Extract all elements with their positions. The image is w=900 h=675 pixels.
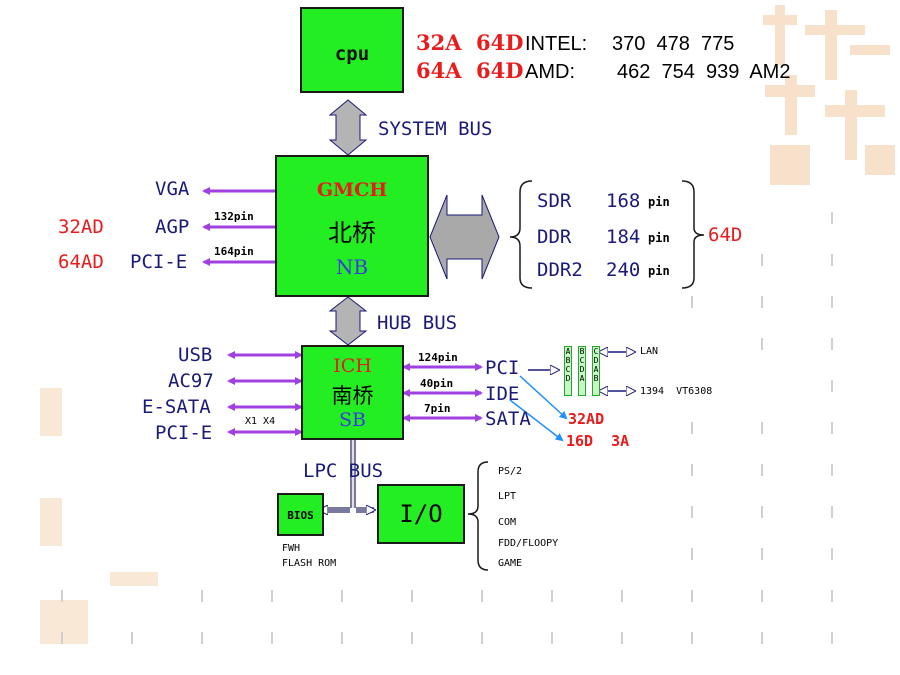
pci-width-pointer (519, 375, 568, 420)
pci-slot-2: BCDA (578, 346, 586, 396)
ide-width: 16D 3A (566, 432, 630, 450)
io-item-ps2: PS/2 (498, 466, 523, 477)
ac97-label: AC97 (168, 370, 214, 392)
watermark-seal-left-1 (40, 388, 62, 436)
watermark-seal-left-3 (110, 572, 158, 586)
system-bus-label: SYSTEM BUS (378, 118, 493, 140)
cpu-chip: cpu (300, 7, 404, 93)
ide-label: IDE (485, 383, 520, 405)
io-item-com: COM (498, 517, 517, 528)
memory-unit-ddr: pin (648, 231, 670, 245)
io-item-game: GAME (498, 558, 523, 569)
sata-label: SATA (485, 408, 531, 430)
io-chip: I/O (377, 484, 465, 544)
watermark-seal-bottom-left (40, 600, 88, 644)
memory-unit-sdr: pin (648, 195, 670, 209)
memory-unit-ddr2: pin (648, 264, 670, 278)
io-item-lpt: LPT (498, 491, 517, 502)
hub-bus-label: HUB BUS (377, 312, 458, 334)
bios-chip: BIOS (277, 493, 324, 536)
esata-label: E-SATA (142, 396, 211, 418)
memory-pins-ddr: 184 (606, 226, 641, 248)
cpu-row2-data: 64D (476, 58, 524, 83)
lpc-bus-label: LPC BUS (303, 460, 384, 482)
background-grid (61, 212, 833, 644)
cpu-row1-data: 64D (476, 30, 524, 55)
cpu-row1-sockets: 370 478 775 (612, 33, 735, 55)
pci-slot-1: ABCD (564, 346, 572, 396)
pcie-nb-label: PCI-E (130, 251, 188, 273)
bios-line2: FLASH ROM (282, 558, 337, 569)
memory-width: 64D (708, 224, 743, 246)
system-bus-arrow (328, 99, 368, 156)
memory-pins-sdr: 168 (606, 190, 641, 212)
io-brace (467, 461, 489, 571)
vga-label: VGA (155, 178, 190, 200)
memory-type-ddr: DDR (537, 226, 572, 248)
memory-type-sdr: SDR (537, 190, 572, 212)
cpu-label: cpu (334, 43, 370, 65)
memory-pins-ddr2: 240 (606, 259, 641, 281)
ide-pins: 40pin (420, 377, 454, 390)
agp-label: AGP (155, 216, 190, 238)
bios-line1: FWH (282, 543, 301, 554)
firewire-label: 1394 VT6308 (640, 386, 713, 397)
memory-type-ddr2: DDR2 (537, 259, 583, 281)
cpu-row2-sockets: 462 754 939 AM2 (617, 61, 791, 83)
sb-name: ICH (333, 355, 372, 377)
cpu-row1-vendor: INTEL: (525, 33, 588, 55)
sb-abbr: SB (339, 409, 366, 431)
io-label: I/O (399, 500, 443, 528)
agp-pins: 132pin (214, 210, 254, 223)
pci-slot-3: CDAB (592, 346, 600, 396)
usb-label: USB (178, 344, 213, 366)
cpu-row2-vendor: AMD: (525, 61, 575, 83)
pcie-nb-width: 64AD (58, 251, 104, 273)
watermark-seal-left-2 (40, 498, 62, 546)
nb-name: GMCH (316, 179, 388, 201)
memory-right-brace (681, 180, 705, 289)
sb-chinese: 南桥 (331, 384, 374, 408)
lan-label: LAN (640, 346, 659, 357)
pcie-sb-lanes: X1 X4 (245, 416, 276, 427)
nb-abbr: NB (335, 255, 369, 279)
northbridge-chip: GMCH 北桥 NB (275, 155, 429, 297)
pci-pins: 124pin (418, 351, 458, 364)
hub-bus-arrow (328, 296, 368, 346)
pci-width: 32AD (568, 410, 605, 428)
sata-pins: 7pin (424, 402, 451, 415)
ide-width-pointer (509, 399, 564, 442)
pcie-sb-label: PCI-E (155, 422, 213, 444)
cpu-row2-addr: 64A (416, 58, 462, 83)
cpu-row1-addr: 32A (416, 30, 462, 55)
memory-left-brace (509, 180, 533, 289)
southbridge-chip: ICH 南桥 SB (301, 345, 404, 440)
memory-bus-arrow (429, 194, 500, 280)
io-item-fdd: FDD/FLOOPY (498, 538, 559, 549)
bios-label: BIOS (287, 509, 314, 522)
watermark-seal-top-right (755, 5, 900, 190)
nb-chinese: 北桥 (328, 219, 376, 247)
pci-label: PCI (485, 357, 520, 379)
agp-width: 32AD (58, 216, 104, 238)
pcie-nb-pins: 164pin (214, 245, 254, 258)
